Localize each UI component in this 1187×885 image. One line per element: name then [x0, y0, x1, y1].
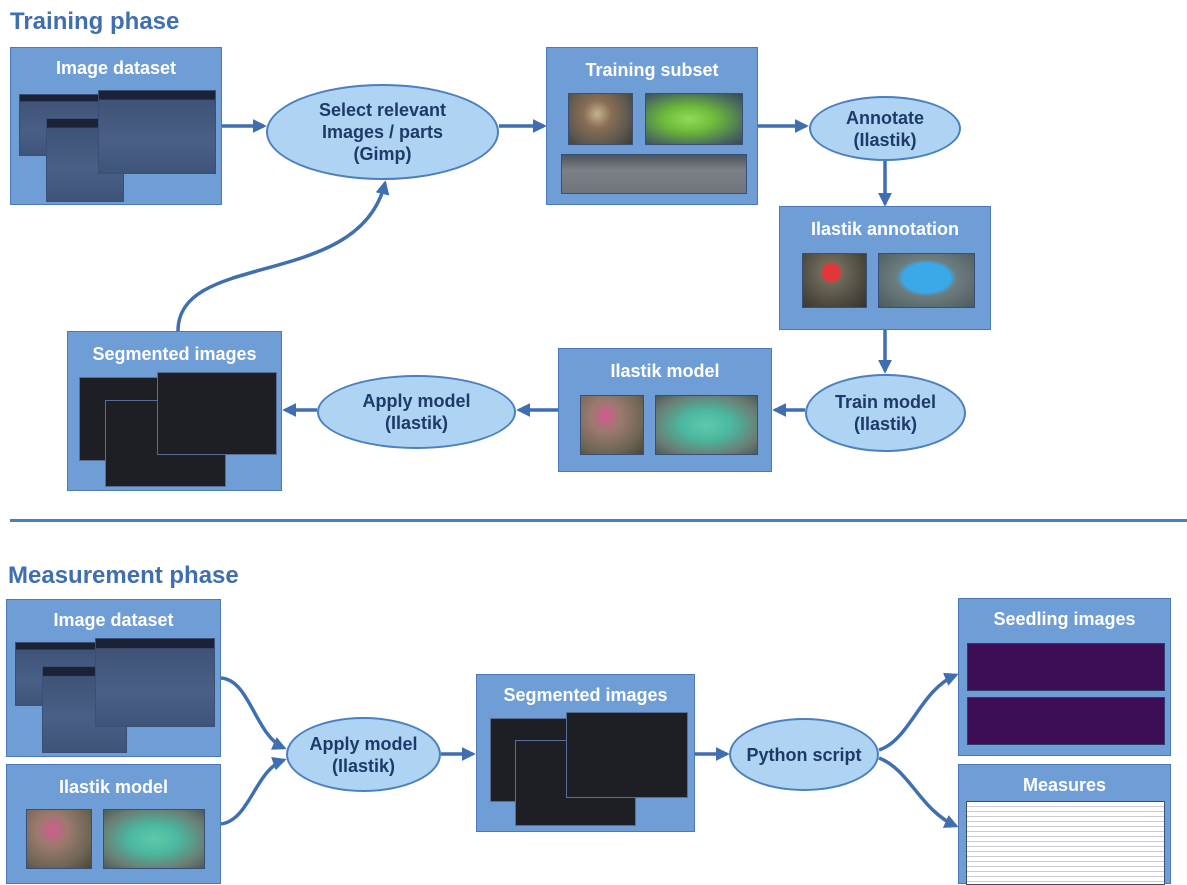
training-subset-box: Training subset	[546, 47, 758, 205]
measurement-ilastik-model-label: Ilastik model	[58, 777, 169, 797]
training-apply-model-oval: Apply model (Ilastik)	[317, 375, 516, 449]
seedling-crop-image	[645, 93, 743, 145]
measures-label: Measures	[1022, 775, 1107, 795]
seedling-crop-image	[568, 93, 633, 145]
measurement-image-dataset-box: Image dataset	[6, 599, 221, 757]
training-segmented-images-box: Segmented images	[67, 331, 282, 491]
training-ilastik-model-label: Ilastik model	[610, 361, 720, 381]
model-output-image	[580, 395, 644, 455]
phase-divider	[10, 519, 1187, 522]
seedling-label-image	[967, 697, 1165, 745]
ilastik-annotation-box: Ilastik annotation	[779, 206, 991, 330]
python-script-oval: Python script	[729, 718, 879, 791]
training-segmented-images-label: Segmented images	[92, 344, 257, 364]
measures-table-image	[966, 801, 1165, 885]
plate-image	[95, 638, 215, 727]
annotated-seedling-image	[802, 253, 867, 308]
plate-image	[98, 90, 216, 174]
training-subset-label: Training subset	[585, 60, 719, 80]
arrow	[220, 676, 287, 750]
model-output-image	[103, 809, 205, 869]
measurement-phase-title: Measurement phase	[8, 562, 239, 589]
model-output-image	[655, 395, 758, 455]
annotated-seedling-image	[878, 253, 975, 308]
measurement-image-dataset-label: Image dataset	[53, 610, 174, 630]
seedling-images-label: Seedling images	[993, 609, 1136, 629]
model-output-image	[26, 809, 92, 869]
training-image-dataset-label: Image dataset	[55, 58, 177, 78]
measurement-segmented-images-box: Segmented images	[476, 674, 695, 832]
train-model-oval: Train model (Ilastik)	[805, 374, 966, 452]
training-image-dataset-box: Image dataset	[10, 47, 222, 205]
training-ilastik-model-box: Ilastik model	[558, 348, 772, 472]
seedling-images-box: Seedling images	[958, 598, 1171, 756]
training-phase-title: Training phase	[10, 8, 180, 35]
measurement-apply-model-oval: Apply model (Ilastik)	[286, 717, 441, 792]
arrow	[220, 757, 287, 826]
measurement-ilastik-model-box: Ilastik model	[6, 764, 221, 884]
annotate-oval: Annotate (Ilastik)	[809, 96, 961, 161]
segmented-image	[157, 372, 277, 455]
arrow	[878, 672, 959, 752]
arrow	[176, 180, 390, 332]
segmented-image	[566, 712, 688, 798]
arrow	[878, 756, 959, 828]
seedling-label-image	[967, 643, 1165, 691]
seedling-row-image	[561, 154, 747, 194]
ilastik-annotation-label: Ilastik annotation	[810, 219, 960, 239]
select-relevant-images-oval: Select relevant Images / parts (Gimp)	[266, 84, 499, 180]
measurement-segmented-images-label: Segmented images	[503, 685, 668, 705]
